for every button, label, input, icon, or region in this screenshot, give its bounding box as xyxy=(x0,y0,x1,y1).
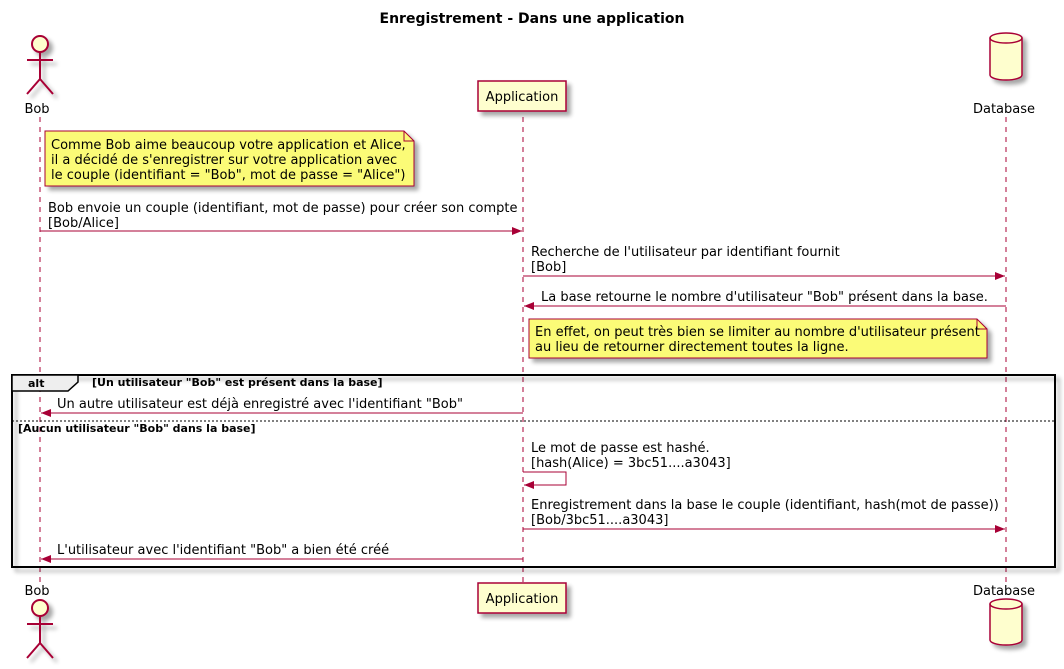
message-5-line-2: [hash(Alice) = 3bc51....a3043] xyxy=(531,456,731,471)
message-1-arrowhead xyxy=(512,227,522,235)
alt-label-box xyxy=(11,374,79,392)
alt-guard-2: [Aucun utilisateur "Bob" dans la base] xyxy=(18,422,256,435)
message-5-arrowhead xyxy=(524,481,534,489)
note-1-line-3: le couple (identifiant = "Bob", mot de p… xyxy=(51,168,405,183)
application-label-bottom: Application xyxy=(486,592,559,607)
note-count-users: En effet, on peut très bien se limiter a… xyxy=(528,318,988,359)
message-2-line-2: [Bob] xyxy=(531,260,566,275)
application-box-top xyxy=(477,80,567,112)
bob-label-bottom: Bob xyxy=(24,584,49,599)
message-2-line-1: Recherche de l'utilisateur par identifia… xyxy=(531,245,840,260)
message-6-line-1: Enregistrement dans la base le couple (i… xyxy=(531,498,999,513)
alt-fragment: alt [Un utilisateur "Bob" est présent da… xyxy=(11,374,1056,568)
message-5-arrow xyxy=(523,471,567,486)
diagram-title: Enregistrement - Dans une application xyxy=(380,11,685,27)
message-2-arrowhead xyxy=(995,272,1005,280)
alt-guard-1: [Un utilisateur "Bob" est présent dans l… xyxy=(92,376,383,389)
message-3-line-1: La base retourne le nombre d'utilisateur… xyxy=(541,290,988,305)
database-label-bottom: Database xyxy=(973,584,1035,599)
database-icon-bottom xyxy=(989,598,1023,646)
message-7-line-1: L'utilisateur avec l'identifiant "Bob" a… xyxy=(57,543,389,558)
message-4-line-1: Un autre utilisateur est déjà enregistré… xyxy=(57,397,463,412)
note-2-line-2: au lieu de retourner directement toutes … xyxy=(535,340,849,355)
bob-actor-icon-bottom xyxy=(26,599,54,659)
message-6-line-2: [Bob/3bc51....a3043] xyxy=(531,513,668,528)
message-3-arrowhead xyxy=(524,302,534,310)
note-1-line-2: il a décidé de s'enregistrer sur votre a… xyxy=(51,153,397,168)
application-label-top: Application xyxy=(486,90,559,105)
database-icon-top xyxy=(989,32,1023,81)
message-1-line-2: [Bob/Alice] xyxy=(48,216,119,231)
message-4-arrowhead xyxy=(41,409,51,417)
note-1-line-1: Comme Bob aime beaucoup votre applicatio… xyxy=(51,138,406,153)
message-6-arrowhead xyxy=(995,525,1005,533)
message-7-arrowhead xyxy=(41,555,51,563)
bob-actor-icon-top xyxy=(26,35,54,95)
note-2-line-1: En effet, on peut très bien se limiter a… xyxy=(535,325,980,340)
note-bob-registration: Comme Bob aime beaucoup votre applicatio… xyxy=(44,130,415,187)
bob-label-top: Bob xyxy=(24,102,49,117)
application-box-bottom xyxy=(477,582,567,614)
message-5-line-1: Le mot de passe est hashé. xyxy=(531,441,710,456)
alt-keyword: alt xyxy=(28,377,44,390)
message-1-line-1: Bob envoie un couple (identifiant, mot d… xyxy=(48,201,517,216)
database-label-top: Database xyxy=(973,102,1035,117)
